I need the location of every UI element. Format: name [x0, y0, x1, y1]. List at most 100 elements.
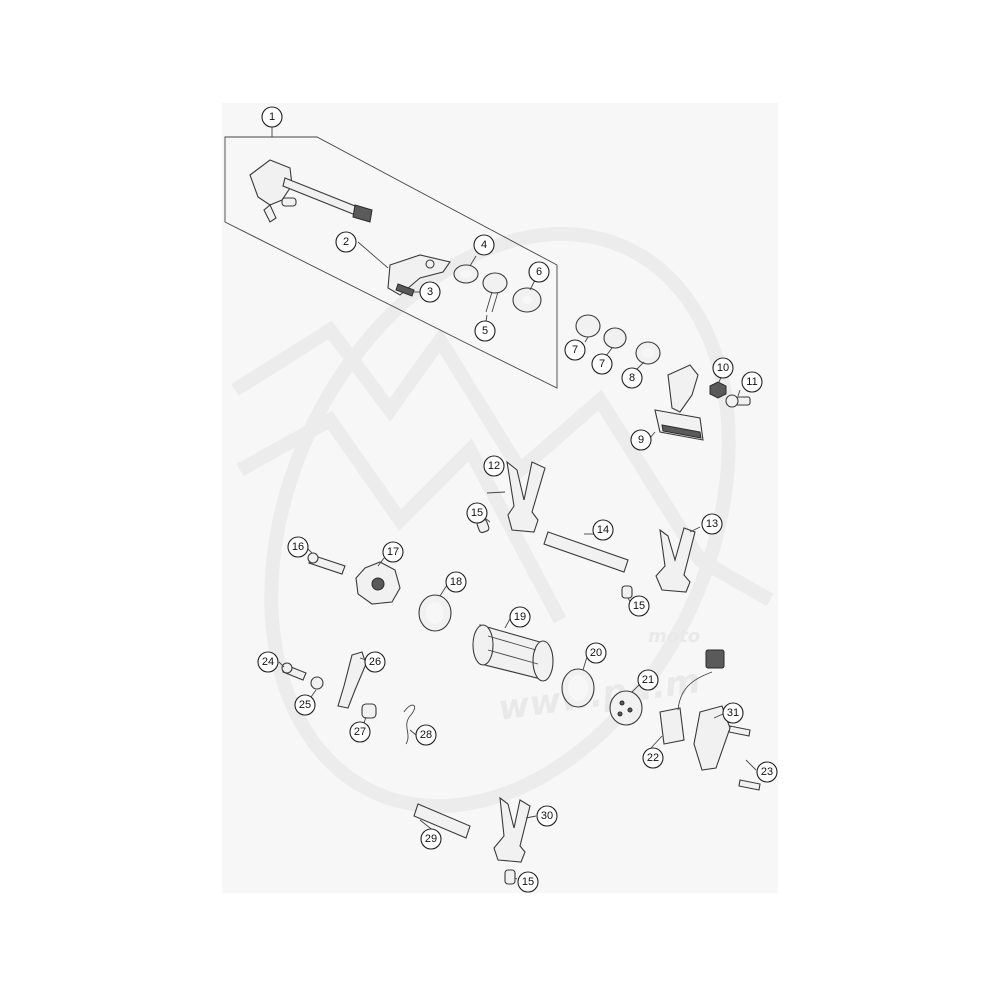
svg-text:6: 6 — [536, 266, 542, 278]
part-washer-25[interactable] — [310, 676, 324, 690]
part-clip-4[interactable] — [453, 264, 479, 284]
callout-12: 12 — [483, 455, 505, 477]
part-shift-lever[interactable] — [654, 364, 704, 441]
svg-text:21: 21 — [642, 674, 654, 686]
part-spring-3[interactable] — [395, 283, 415, 297]
svg-text:26: 26 — [369, 656, 381, 668]
callout-2: 2 — [335, 231, 357, 253]
callout-10: 10 — [712, 357, 734, 379]
callout-27: 27 — [349, 721, 371, 743]
svg-text:2: 2 — [343, 236, 349, 248]
callout-29: 29 — [420, 828, 442, 850]
watermark-brand: moto — [648, 626, 700, 647]
svg-text:20: 20 — [590, 647, 602, 659]
svg-text:5: 5 — [482, 325, 488, 337]
svg-text:14: 14 — [597, 524, 609, 536]
callout-11: 11 — [741, 371, 763, 393]
callout-24: 24 — [257, 651, 279, 673]
svg-text:17: 17 — [387, 546, 399, 558]
callout-23: 23 — [756, 761, 778, 783]
callout-22: 22 — [642, 747, 664, 769]
svg-text:4: 4 — [481, 239, 487, 251]
part-screw-23b[interactable] — [738, 779, 761, 791]
svg-text:23: 23 — [761, 766, 773, 778]
part-roller-27[interactable] — [361, 703, 377, 719]
part-sensor-21[interactable] — [609, 690, 643, 726]
svg-text:27: 27 — [354, 726, 366, 738]
part-bushing-7b[interactable] — [603, 327, 627, 349]
part-gear-sensor-22[interactable] — [659, 649, 725, 745]
callout-28: 28 — [415, 724, 437, 746]
callout-3: 3 — [419, 281, 441, 303]
svg-text:1: 1 — [269, 111, 275, 123]
svg-text:13: 13 — [706, 518, 718, 530]
part-bolt-24[interactable] — [281, 662, 307, 681]
part-shift-fork-13[interactable] — [655, 527, 696, 593]
part-fork-rod-14[interactable] — [543, 531, 629, 573]
callout-30: 30 — [536, 805, 558, 827]
part-bolt-11[interactable] — [725, 394, 751, 408]
callout-18: 18 — [445, 571, 467, 593]
svg-text:22: 22 — [647, 752, 659, 764]
assembly-frame — [224, 136, 558, 389]
part-shift-star[interactable] — [355, 561, 401, 605]
callout-16: 16 — [287, 536, 309, 558]
svg-text:16: 16 — [292, 541, 304, 553]
part-pin-15b[interactable] — [621, 585, 633, 599]
part-seal-8[interactable] — [635, 341, 661, 365]
callout-8: 8 — [621, 367, 643, 389]
callout-15a: 15 — [466, 502, 488, 524]
callout-15b: 15 — [628, 595, 650, 617]
svg-text:31: 31 — [727, 707, 739, 719]
part-shift-shaft[interactable] — [249, 159, 373, 223]
part-cover-31[interactable] — [693, 705, 731, 771]
part-nut-10[interactable] — [709, 381, 727, 399]
svg-text:15: 15 — [471, 507, 483, 519]
callout-5: 5 — [474, 320, 496, 342]
svg-text:12: 12 — [488, 460, 500, 472]
svg-text:19: 19 — [514, 611, 526, 623]
callout-1: 1 — [261, 106, 283, 128]
callout-4: 4 — [473, 234, 495, 256]
callout-20: 20 — [585, 642, 607, 664]
part-locking-lever[interactable] — [337, 651, 367, 709]
callout-14: 14 — [592, 519, 614, 541]
callout-31: 31 — [722, 702, 744, 724]
svg-text:8: 8 — [629, 372, 635, 384]
callout-13: 13 — [701, 513, 723, 535]
part-bearing-18[interactable] — [418, 594, 452, 632]
svg-text:18: 18 — [450, 576, 462, 588]
callout-7a: 7 — [564, 339, 586, 361]
svg-text:9: 9 — [638, 434, 644, 446]
part-shift-plate[interactable] — [387, 254, 451, 296]
callout-17: 17 — [382, 541, 404, 563]
svg-text:7: 7 — [572, 344, 578, 356]
callout-15c: 15 — [517, 871, 539, 893]
callout-25: 25 — [294, 694, 316, 716]
callout-21: 21 — [637, 669, 659, 691]
svg-text:25: 25 — [299, 699, 311, 711]
svg-text:10: 10 — [717, 362, 729, 374]
svg-text:30: 30 — [541, 810, 553, 822]
part-bushing-7a[interactable] — [575, 314, 601, 338]
svg-text:29: 29 — [425, 833, 437, 845]
part-shift-drum[interactable] — [472, 624, 554, 682]
part-return-spring[interactable] — [482, 272, 508, 313]
callout-7b: 7 — [591, 353, 613, 375]
svg-text:3: 3 — [427, 286, 433, 298]
part-fork-rod-29[interactable] — [413, 803, 471, 839]
part-shift-fork-30[interactable] — [493, 796, 531, 863]
part-bearing-20[interactable] — [561, 668, 595, 708]
part-washer-6[interactable] — [512, 287, 542, 313]
callout-6: 6 — [528, 261, 550, 283]
callout-26: 26 — [364, 651, 386, 673]
svg-text:28: 28 — [420, 729, 432, 741]
svg-text:24: 24 — [262, 656, 274, 668]
part-bolt-16[interactable] — [307, 552, 346, 575]
callout-19: 19 — [509, 606, 531, 628]
part-spring-28[interactable] — [403, 704, 416, 745]
svg-text:15: 15 — [633, 600, 645, 612]
part-pin-15c[interactable] — [504, 869, 516, 885]
part-shift-fork-12[interactable] — [506, 460, 546, 533]
